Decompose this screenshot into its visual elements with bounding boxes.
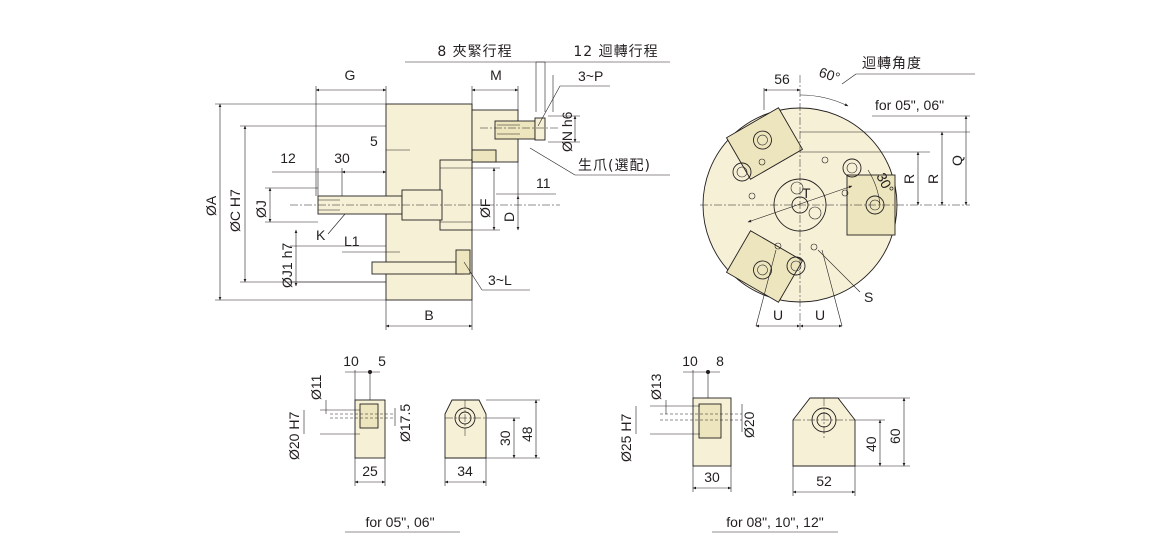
label-N: ØN h6 (559, 111, 575, 152)
jaw-small: 10 5 Ø11 Ø20 H7 Ø17.5 25 30 48 34 for 05… (286, 353, 540, 533)
label-small-48: 48 (519, 426, 535, 442)
label-56: 56 (774, 71, 790, 87)
label-B: B (424, 307, 433, 323)
label-soft-jaw: 生爪(選配) (578, 158, 651, 174)
front-view: G M 8 夾緊行程 12 迴轉行程 3~P ØN h6 生爪(選配) 11 (203, 44, 670, 330)
jaw-small-front (444, 399, 487, 459)
label-U2: U (815, 307, 825, 323)
label-small-dia17-5: Ø17.5 (397, 404, 413, 442)
label-G: G (345, 67, 356, 83)
soft-jaw (494, 120, 536, 140)
label-11: 11 (536, 175, 551, 191)
label-large-30: 30 (704, 469, 720, 485)
label-small-dia20: Ø20 H7 (286, 412, 302, 460)
jaw-slide (471, 149, 497, 163)
label-P: 3~P (578, 68, 603, 84)
label-T: T (802, 185, 811, 201)
label-large-dia13: Ø13 (648, 373, 664, 400)
soft-jaw-tip (534, 117, 546, 141)
label-small-5: 5 (378, 353, 386, 369)
label-small-34: 34 (457, 463, 473, 479)
label-large-60: 60 (887, 428, 903, 444)
piston (439, 159, 473, 231)
label-rotation-angle: 迴轉角度 (862, 56, 922, 72)
mounting-bolt (371, 261, 465, 275)
label-large-8: 8 (716, 353, 724, 369)
bolt-hole (786, 256, 806, 276)
jaw-top (725, 107, 804, 180)
label-L1: L1 (344, 233, 360, 249)
label-S: S (864, 289, 873, 305)
label-A: ØA (203, 195, 219, 216)
label-small-dia11: Ø11 (308, 374, 324, 400)
jaw-large: 10 8 Ø13 Ø25 H7 Ø20 30 40 60 52 for 08",… (618, 353, 910, 533)
label-30: 30 (334, 150, 350, 166)
label-rotate-stroke: 12 迴轉行程 (573, 44, 658, 60)
label-J1: ØJ1 h7 (279, 243, 295, 288)
label-angle-60: 60° (817, 64, 842, 86)
jaw-left (725, 230, 804, 303)
bolt-hole (842, 158, 862, 178)
caption-large: for 08", 10", 12" (726, 514, 823, 530)
label-12: 12 (280, 150, 296, 166)
label-for-0506: for 05", 06" (875, 97, 944, 113)
label-large-dia25: Ø25 H7 (618, 414, 634, 462)
label-large-10: 10 (682, 353, 698, 369)
label-large-dia20: Ø20 (741, 411, 757, 438)
caption-small: for 05", 06" (365, 514, 434, 530)
label-large-40: 40 (863, 436, 879, 452)
label-small-30: 30 (497, 430, 513, 446)
label-R1: R (901, 174, 917, 184)
label-F: ØF (477, 199, 493, 218)
label-C: ØC H7 (227, 189, 243, 232)
side-view: T 56 60° 迴轉角度 for 05", 06" R R Q 30° S (700, 56, 975, 330)
label-small-10: 10 (343, 353, 359, 369)
bolt-head (455, 249, 471, 275)
bolt-hole (732, 162, 752, 182)
label-M: M (490, 67, 502, 83)
label-U1: U (773, 307, 783, 323)
label-clamp-stroke: 8 夾緊行程 (437, 44, 512, 60)
label-L: 3~L (488, 272, 512, 288)
label-D: D (501, 212, 517, 222)
label-large-52: 52 (816, 473, 832, 489)
label-R2: R (925, 174, 941, 184)
label-5: 5 (370, 133, 378, 149)
label-K: K (316, 227, 326, 243)
label-Q: Q (949, 155, 965, 166)
label-small-25: 25 (362, 463, 378, 479)
label-J: ØJ (253, 200, 269, 218)
